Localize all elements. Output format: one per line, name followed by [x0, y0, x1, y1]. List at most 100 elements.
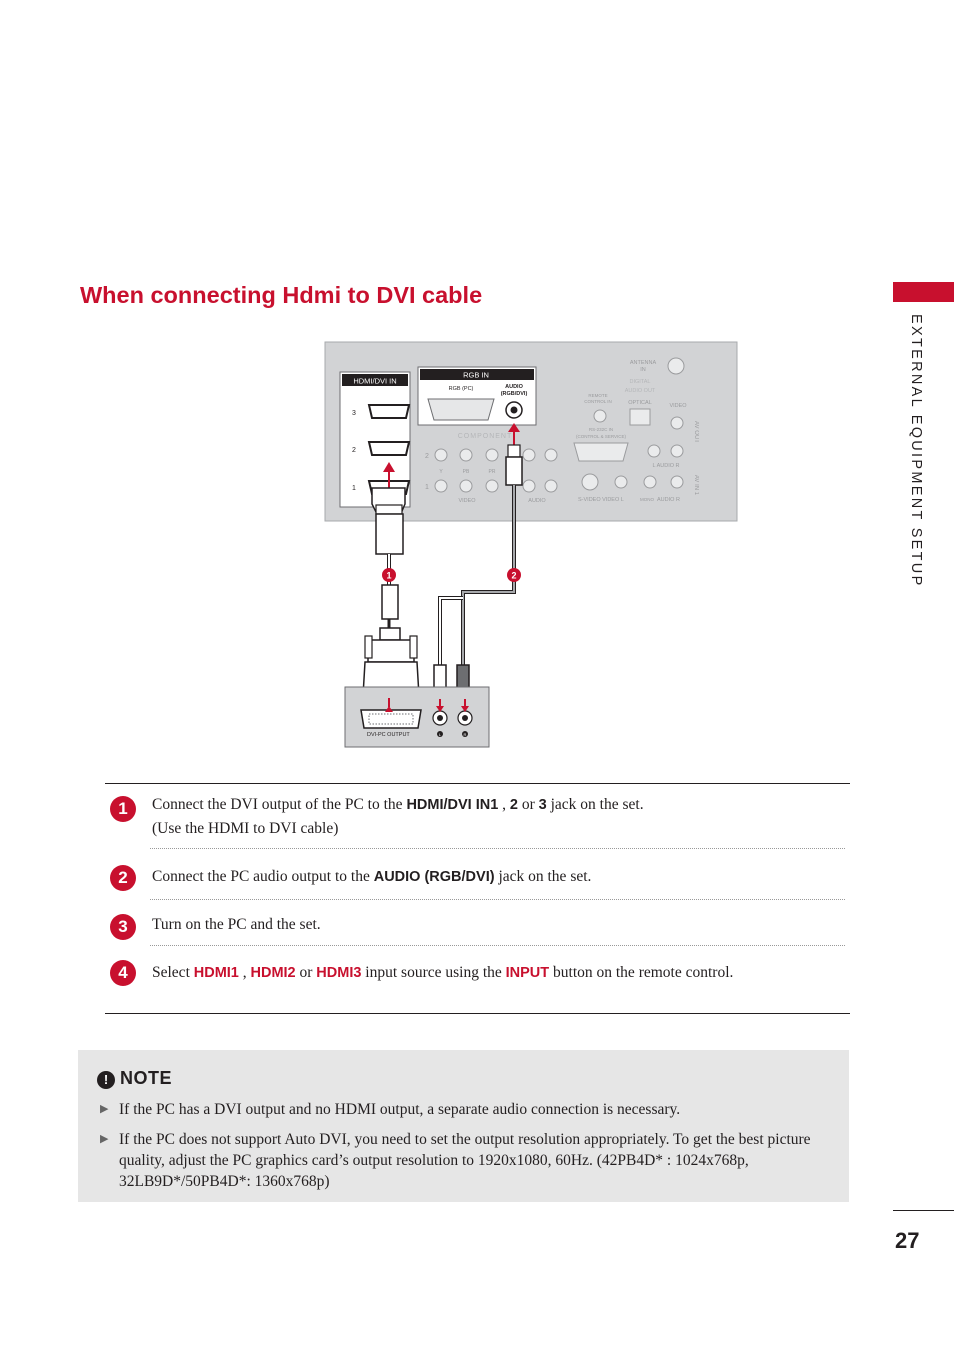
- component-row-2: 2: [425, 453, 429, 460]
- callout-1-label: 1: [386, 571, 391, 581]
- steps-bottom-rule: [105, 1013, 850, 1014]
- audio-connection-arrow: [508, 423, 520, 432]
- av-out-label: AV OUT: [693, 421, 699, 443]
- step-1-text-part: Connect the DVI output of the PC to the: [152, 796, 407, 813]
- antenna-in-label: IN: [640, 367, 646, 373]
- component-area: COMPONENT 2 1 Y PB PR VIDEO AUDIO: [425, 433, 558, 504]
- audio-rgb-dvi-jack-core: [510, 406, 518, 414]
- step-2-number: 2: [110, 865, 136, 891]
- page-title: When connecting Hdmi to DVI cable: [80, 282, 483, 308]
- audio-plug: [505, 456, 523, 486]
- step-1-port-3: 3: [538, 797, 547, 813]
- step-4-text-part: Select: [152, 964, 194, 981]
- step-divider: [150, 848, 845, 849]
- rgb-header-label: RGB IN: [463, 371, 489, 380]
- triangle-bullet-icon: ▶: [100, 1103, 109, 1115]
- rs232-control-label: (CONTROL & SERVICE): [576, 434, 627, 439]
- mono-label: MONO: [640, 497, 654, 502]
- step-divider: [150, 945, 845, 946]
- triangle-bullet-icon: ▶: [100, 1133, 109, 1145]
- pc-audio-r-label: R: [464, 732, 467, 737]
- pc-audio-l-label: L: [439, 732, 442, 737]
- hdmi-port-2: [367, 441, 411, 456]
- digital-label: DIGITAL: [630, 379, 651, 385]
- step-1-text-part: or: [517, 796, 539, 813]
- video-side-label: VIDEO: [669, 403, 687, 409]
- step-1-text-part: ,: [498, 796, 510, 813]
- av-in-label: AV IN 1: [693, 475, 699, 496]
- component-label: COMPONENT: [458, 433, 513, 440]
- note-item-text: If the PC does not support Auto DVI, you…: [119, 1131, 811, 1190]
- step-4-hdmi3: HDMI3: [316, 965, 362, 981]
- section-tab-marker: [893, 282, 954, 302]
- section-side-label: EXTERNAL EQUIPMENT SETUP: [908, 314, 924, 588]
- dvi-plug-hood: [367, 639, 415, 663]
- video-label: VIDEO: [458, 498, 476, 504]
- note-heading: NOTE: [120, 1068, 173, 1088]
- pb-label: PB: [463, 469, 470, 475]
- pc-dvi-arrow: [385, 706, 393, 712]
- step-4-text-part: input source using the: [361, 964, 506, 981]
- audio-r-label: AUDIO R: [657, 497, 680, 503]
- page-number: 27: [895, 1228, 920, 1253]
- step-divider: [150, 899, 845, 900]
- hdmi-header-bar: [342, 374, 408, 386]
- audio-label: AUDIO: [505, 384, 523, 390]
- pc-dvi-output-label: DVI-PC OUTPUT: [367, 732, 410, 738]
- audio-rgb-dvi-label: (RGB/DVI): [501, 391, 528, 397]
- step-1-note: (Use the HDMI to DVI cable): [152, 820, 339, 837]
- step-1-text: Connect the DVI output of the PC to the …: [152, 794, 644, 816]
- note-item-text: If the PC has a DVI output and no HDMI o…: [119, 1101, 681, 1118]
- step-4-text-part: button on the remote control.: [549, 964, 734, 981]
- note-item: ▶ If the PC does not support Auto DVI, y…: [100, 1129, 820, 1192]
- hdmi-connection-arrow: [383, 462, 395, 472]
- callout-1: [382, 568, 396, 582]
- hdmi-port-number-2: 2: [352, 447, 356, 454]
- rgb-port: [427, 398, 495, 421]
- right-port-area: ANTENNA IN DIGITAL AUDIO OUT OPTICAL REM…: [573, 357, 699, 503]
- rgb-header-bar: [420, 369, 534, 380]
- remote-label: REMOTE: [588, 393, 607, 398]
- step-4-text: Select HDMI1 , HDMI2 or HDMI3 input sour…: [152, 962, 733, 984]
- connection-diagram: HDMI/DVI IN 3 2 1 RGB IN RGB (PC) AUDIO …: [324, 341, 738, 748]
- audio-plug-tip: [507, 444, 521, 458]
- step-4-input: INPUT: [505, 965, 550, 981]
- callout-2-label: 2: [511, 571, 516, 581]
- audio-group-label: AUDIO: [528, 498, 546, 504]
- step-1-port-2: 2: [509, 797, 518, 813]
- hdmi-port-number-1: 1: [352, 485, 356, 492]
- step-3-number: 3: [110, 914, 136, 940]
- step-4-number: 4: [110, 960, 136, 986]
- step-2-audio-rgb-dvi: AUDIO (RGB/DVI): [373, 869, 495, 885]
- antenna-label: ANTENNA: [630, 360, 657, 366]
- hdmi-cable-body: [375, 513, 404, 555]
- pr-label: PR: [489, 469, 496, 475]
- component-row-1: 1: [425, 484, 429, 491]
- optical-label: OPTICAL: [628, 400, 652, 406]
- rs232-label: RS-232C IN: [589, 427, 613, 432]
- step-1-hdmi-dvi-in1: HDMI/DVI IN1: [406, 797, 499, 813]
- steps-top-rule: [105, 783, 850, 784]
- svideo-row-label: S-VIDEO VIDEO L: [578, 497, 624, 503]
- note-box: [78, 1050, 849, 1202]
- hdmi-port-3: [367, 404, 411, 419]
- step-4-hdmi2: HDMI2: [250, 965, 296, 981]
- step-3-text: Turn on the PC and the set.: [152, 916, 321, 933]
- step-2-text: Connect the PC audio output to the AUDIO…: [152, 866, 591, 888]
- step-2-text-part: Connect the PC audio output to the: [152, 868, 374, 885]
- note-exclamation-icon: !: [97, 1071, 115, 1089]
- step-1-text-part: jack on the set.: [546, 796, 644, 813]
- hdmi-port-number-3: 3: [352, 410, 356, 417]
- page-number-rule: [893, 1210, 954, 1211]
- step-4-text-part: or: [295, 964, 317, 981]
- step-1-number: 1: [110, 796, 136, 822]
- rgb-pc-label: RGB (PC): [449, 386, 474, 392]
- step-2-text-part: jack on the set.: [494, 868, 592, 885]
- remote-control-in-label: CONTROL IN: [584, 399, 612, 404]
- hdmi-header-label: HDMI/DVI IN: [353, 377, 396, 386]
- note-item: ▶ If the PC has a DVI output and no HDMI…: [100, 1099, 820, 1120]
- step-4-text-part: ,: [238, 964, 251, 981]
- y-label: Y: [439, 469, 443, 475]
- digital-audio-out-label: AUDIO OUT: [625, 388, 656, 394]
- step-4-hdmi1: HDMI1: [193, 965, 239, 981]
